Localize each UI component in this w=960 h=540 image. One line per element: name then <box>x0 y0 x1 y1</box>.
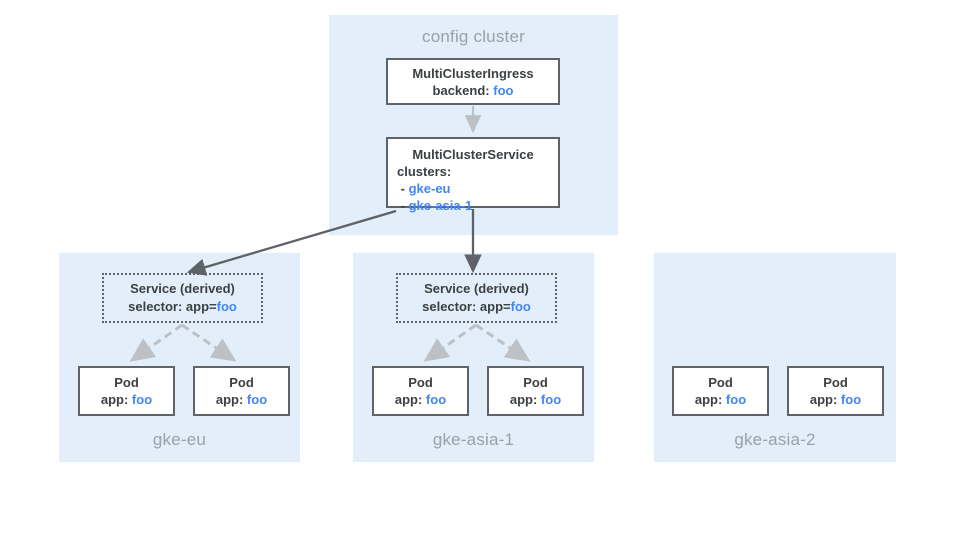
derived-service-box-gke-asia-1: Service (derived) selector: app=foo <box>396 273 557 323</box>
pod-title: Pod <box>114 375 139 390</box>
pod-app: app: foo <box>695 391 746 408</box>
panel-cluster-gke-asia-2 <box>654 253 896 462</box>
panel-cluster-gke-eu-label: gke-eu <box>152 430 207 449</box>
multiclusterservice-cluster-item: - gke-asia-1 <box>388 197 558 214</box>
pod-app-label: app: <box>100 392 129 407</box>
pod-app: app: foo <box>510 391 561 408</box>
derived-service-box-gke-eu: Service (derived) selector: app=foo <box>102 273 263 323</box>
pod-app-label: app: <box>809 392 838 407</box>
pod-title: Pod <box>523 375 548 390</box>
pod-app: app: foo <box>810 391 861 408</box>
derived-service-selector: selector: app=foo <box>422 298 531 316</box>
pod-app-value: foo <box>131 392 153 407</box>
pod-app: app: foo <box>101 391 152 408</box>
derived-service-selector-value: foo <box>510 299 531 314</box>
pod-box: Pod app: foo <box>787 366 884 416</box>
pod-box: Pod app: foo <box>78 366 175 416</box>
pod-app: app: foo <box>395 391 446 408</box>
pod-app-value: foo <box>840 392 862 407</box>
derived-service-selector-label: selector: app= <box>128 299 217 314</box>
panel-cluster-gke-asia-1-label: gke-asia-1 <box>432 430 515 449</box>
multiclusterservice-cluster-item-value: gke-asia-1 <box>408 198 473 213</box>
pod-app: app: foo <box>216 391 267 408</box>
multiclusterservice-clusters-label: clusters: <box>397 164 452 179</box>
multiclusterservice-cluster-item: - gke-eu <box>388 180 558 197</box>
multiclusterservice-kind: MultiClusterService <box>412 147 534 162</box>
multiclusteringress-backend: backend: foo <box>433 82 514 99</box>
pod-title: Pod <box>823 375 848 390</box>
pod-app-value: foo <box>725 392 747 407</box>
panel-cluster-gke-asia-2-label: gke-asia-2 <box>734 430 816 449</box>
multiclusteringress-backend-label: backend: <box>432 82 490 98</box>
pod-app-label: app: <box>394 392 423 407</box>
derived-service-selector-value: foo <box>216 299 237 314</box>
pod-title: Pod <box>708 375 733 390</box>
multiclusterservice-cluster-item-value: gke-eu <box>408 181 451 196</box>
pod-app-label: app: <box>509 392 538 407</box>
multiclusterservice-cluster-item-bullet: - <box>400 198 405 213</box>
pod-app-label: app: <box>694 392 723 407</box>
derived-service-selector-label: selector: app= <box>422 299 511 314</box>
pod-app-value: foo <box>246 392 268 407</box>
pod-box: Pod app: foo <box>372 366 469 416</box>
panel-config-cluster-label: config cluster <box>422 27 525 46</box>
pod-title: Pod <box>408 375 433 390</box>
pod-title: Pod <box>229 375 254 390</box>
multiclusteringress-box: MultiClusterIngress backend: foo <box>386 58 560 105</box>
multiclusterservice-cluster-item-bullet: - <box>400 181 405 196</box>
derived-service-selector: selector: app=foo <box>128 298 237 316</box>
derived-service-title: Service (derived) <box>424 281 529 296</box>
pod-box: Pod app: foo <box>487 366 584 416</box>
multiclusteringress-backend-value: foo <box>493 82 514 98</box>
derived-service-title: Service (derived) <box>130 281 235 296</box>
pod-box: Pod app: foo <box>672 366 769 416</box>
pod-app-value: foo <box>425 392 447 407</box>
multiclusteringress-kind: MultiClusterIngress <box>412 65 534 81</box>
pod-box: Pod app: foo <box>193 366 290 416</box>
pod-app-value: foo <box>540 392 562 407</box>
multiclusterservice-box: MultiClusterService clusters: - gke-eu -… <box>386 137 560 213</box>
pod-app-label: app: <box>215 392 244 407</box>
